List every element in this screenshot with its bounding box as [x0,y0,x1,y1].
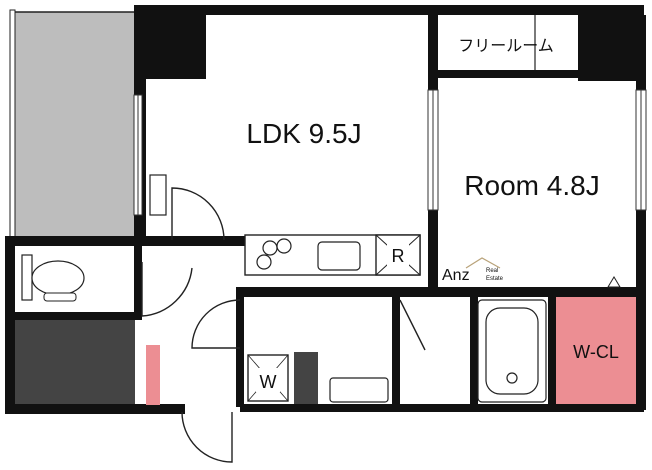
logo-brand: Anz [442,267,470,284]
closet-rod-mark [607,276,621,288]
pipe-shaft [294,352,318,404]
windows [133,89,647,216]
anz-logo: Anz Real Estate [442,257,504,284]
shelf [149,174,167,216]
shoe-cabinet-pink [146,345,160,405]
logo-tagline-2: Estate [486,276,504,282]
doors [141,187,426,463]
ldk-label: LDK 9.5J [246,118,361,149]
kitchen-counter: R [244,234,421,276]
walk-in-closet-label: W-CL [573,342,619,362]
toilet [21,254,85,302]
logo-tagline-1: Real [486,268,498,274]
bathtub [477,299,547,403]
storage-dark [15,320,135,404]
free-room-wall [438,70,578,78]
balcony [13,11,137,239]
wash-basin [329,377,389,403]
room-label: Room 4.8J [464,170,599,201]
washer-label: W [260,372,277,392]
refrigerator-label: R [392,246,405,266]
free-room-label: フリールーム [458,38,554,55]
walk-in-closet [556,297,636,404]
balcony-rail [9,9,16,239]
washer: W [247,354,289,402]
